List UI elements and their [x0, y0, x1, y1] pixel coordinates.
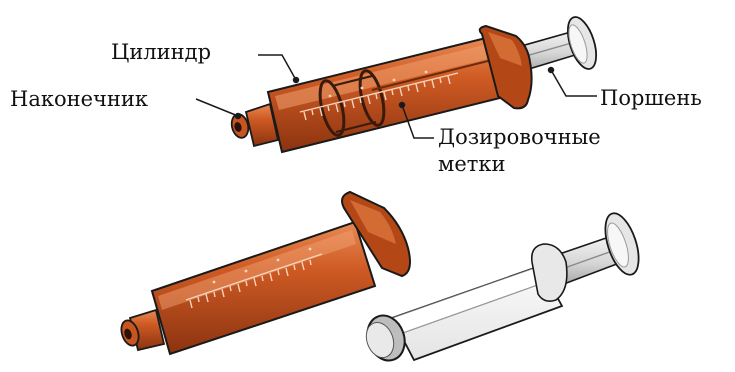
- label-tip: Наконечник: [10, 87, 148, 111]
- leader-cylinder: [258, 55, 296, 80]
- leader-plunger: [551, 70, 597, 96]
- separate-plunger: [361, 209, 645, 366]
- label-dosing-marks-line2: метки: [438, 151, 601, 178]
- leader-tip: [196, 99, 238, 116]
- label-dosing-marks: Дозировочные метки: [438, 124, 601, 178]
- separate-barrel: [118, 192, 410, 354]
- barrel-tip: [229, 104, 278, 146]
- label-cylinder: Цилиндр: [111, 40, 211, 64]
- label-plunger: Поршень: [600, 86, 702, 110]
- label-dosing-marks-line1: Дозировочные: [438, 124, 601, 151]
